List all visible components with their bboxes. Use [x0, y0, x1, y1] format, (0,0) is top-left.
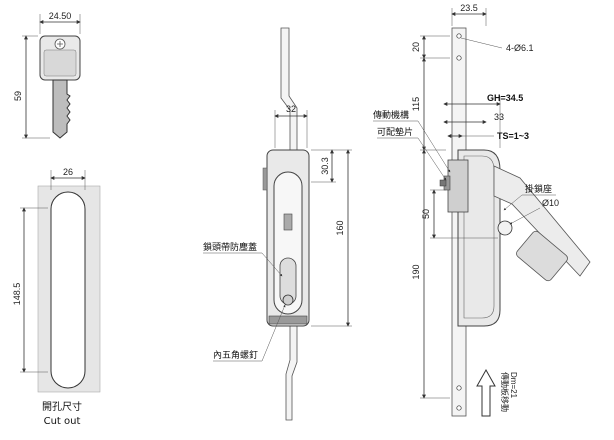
side-hole-dim: 4-Ø6.1 [506, 43, 534, 53]
front-leader-lock-cover [261, 252, 283, 277]
front-width-dim: 32 [286, 104, 296, 114]
side-gh-dim: GH=34.5 [487, 93, 523, 103]
front-bottom-rod [285, 325, 298, 421]
side-leader-roller [509, 207, 541, 225]
side-rod-hole-3 [456, 385, 462, 391]
side-dim-23-5: 23.5 [460, 3, 478, 13]
cutout-width-dim: 26 [63, 167, 73, 177]
side-housing-inner [463, 155, 495, 319]
side-ts-dim: TS=1~3 [497, 131, 529, 141]
key-width-dim: 24.50 [49, 11, 72, 21]
key-grip-texture [43, 49, 77, 77]
side-dim-115: 115 [411, 97, 421, 111]
front-view: 32 30.3 160 鎖頭帶防塵蓋 內五角螺釘 [203, 27, 352, 421]
cutout-label-cn: 開孔尺寸 [42, 400, 82, 413]
side-label-dir-cn: 傳動板移動 [500, 372, 510, 412]
key-blade [52, 79, 71, 139]
front-label-lock-cover: 鎖頭帶防塵蓋 [203, 241, 257, 253]
cutout-view: 26 148.5 開孔尺寸 Cut out [12, 167, 101, 427]
side-dim-20: 20 [411, 42, 421, 52]
side-open-lock-body [516, 230, 568, 282]
side-leader-hook [503, 194, 523, 211]
side-label-drive: 傳動機構 [373, 109, 409, 121]
side-label-hook: 掛鎖座 [525, 183, 552, 195]
side-rod-hole-4 [456, 405, 462, 411]
side-stud [439, 179, 447, 187]
side-roller-dim: Ø10 [542, 198, 559, 208]
side-dim-50: 50 [421, 209, 431, 219]
cutout-height-dim: 148.5 [12, 283, 22, 306]
key-hole-mark [57, 41, 63, 47]
side-drive-block [447, 159, 469, 213]
front-dim-30-3: 30.3 [320, 157, 330, 175]
front-side-tab [262, 167, 268, 191]
side-open-handle [493, 165, 591, 277]
front-bottom-base [268, 315, 308, 325]
cutout-label-en: Cut out [44, 416, 81, 427]
side-label-shim: 可配墊片 [377, 126, 413, 138]
cutout-slot [50, 191, 86, 389]
side-leader-shim [417, 137, 447, 181]
side-rod-hole-1 [456, 33, 462, 39]
side-dim-33: 33 [494, 112, 504, 122]
front-lock-cylinder [282, 294, 294, 306]
side-label-dir-en: Dm=21 [509, 372, 518, 399]
side-roller [497, 220, 513, 236]
side-direction-arrow [476, 368, 496, 417]
front-latch-button [283, 213, 293, 231]
front-leader-screw [261, 304, 286, 362]
front-label-screw: 內五角螺釘 [213, 349, 258, 361]
side-dim-190: 190 [411, 264, 421, 279]
side-hole-leader [460, 37, 503, 49]
side-leader-drive [417, 120, 451, 173]
front-dim-160: 160 [335, 220, 345, 235]
side-rod-hole-2 [456, 55, 462, 61]
key-view: 24.50 59 [13, 11, 81, 139]
front-top-rod [280, 27, 298, 151]
side-view: 23.5 20 4-Ø6.1 115 GH=34.5 33 TS=1~3 傳動機… [373, 3, 591, 417]
key-height-dim: 59 [13, 91, 23, 101]
